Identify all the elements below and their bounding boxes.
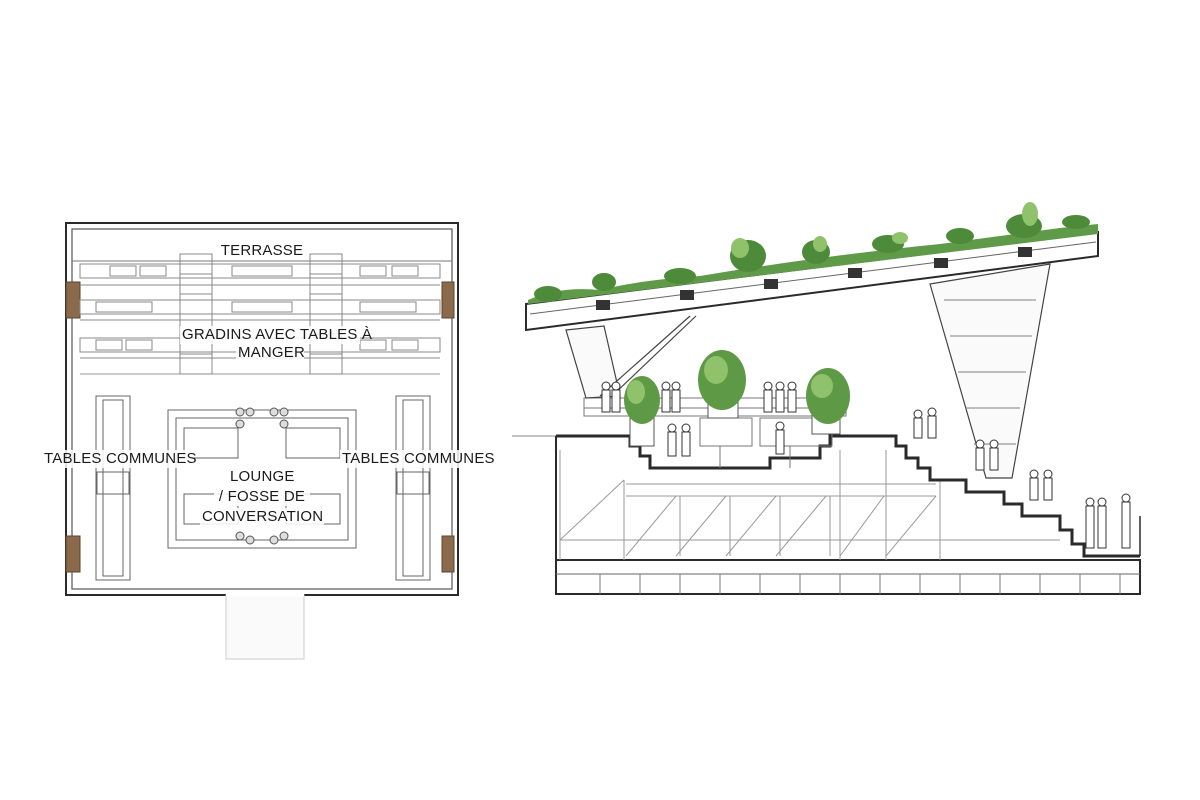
person — [787, 381, 797, 413]
wood-post — [441, 281, 455, 319]
wood-post — [441, 535, 455, 573]
person — [775, 421, 785, 455]
section-people — [601, 381, 1131, 549]
communal-tables — [95, 395, 431, 581]
section-trees — [624, 350, 850, 447]
stepped-floor-profile — [556, 434, 1140, 558]
person — [661, 381, 671, 413]
plan-entry-path — [225, 594, 305, 660]
communal-table-left — [95, 395, 131, 581]
lounge-pit — [167, 407, 357, 549]
person — [1043, 469, 1053, 501]
person — [775, 381, 785, 413]
plan-outer-wall — [65, 222, 459, 596]
person — [1029, 469, 1039, 501]
person — [1085, 497, 1095, 549]
communal-table-right — [395, 395, 431, 581]
person — [913, 409, 923, 439]
person — [975, 439, 985, 471]
label-tables-left: TABLES COMMUNES — [42, 450, 197, 468]
roof-supports — [565, 263, 1051, 479]
roof-lights — [596, 247, 1032, 310]
label-lounge-line2: / FOSSE DE — [214, 488, 310, 506]
person — [1097, 497, 1107, 549]
person — [1121, 493, 1131, 549]
tier-row — [79, 299, 441, 315]
v-column — [929, 263, 1051, 479]
person — [601, 381, 611, 413]
person — [989, 439, 999, 471]
wood-posts — [65, 281, 455, 573]
person — [671, 381, 681, 413]
foundation — [555, 559, 1141, 595]
label-tables-right: TABLES COMMUNES — [340, 450, 495, 468]
label-lounge-line1: LOUNGE — [228, 468, 296, 486]
tier-row — [79, 263, 441, 279]
floor-plan — [65, 222, 459, 660]
wood-post — [65, 535, 81, 573]
label-gradins-line1: GRADINS AVEC TABLES À — [180, 326, 373, 344]
person — [681, 423, 691, 457]
person — [611, 381, 621, 413]
lower-structure — [559, 450, 1060, 560]
wood-post — [65, 281, 81, 319]
roof-vegetation — [528, 202, 1098, 304]
person — [667, 423, 677, 457]
person — [927, 407, 937, 439]
green-roof — [525, 230, 1099, 332]
label-lounge-line3: CONVERSATION — [200, 508, 324, 526]
label-terrasse: TERRASSE — [220, 242, 304, 259]
person — [763, 381, 773, 413]
plan-inner-wall — [71, 228, 453, 590]
label-gradins-line2: MANGER — [236, 344, 306, 362]
